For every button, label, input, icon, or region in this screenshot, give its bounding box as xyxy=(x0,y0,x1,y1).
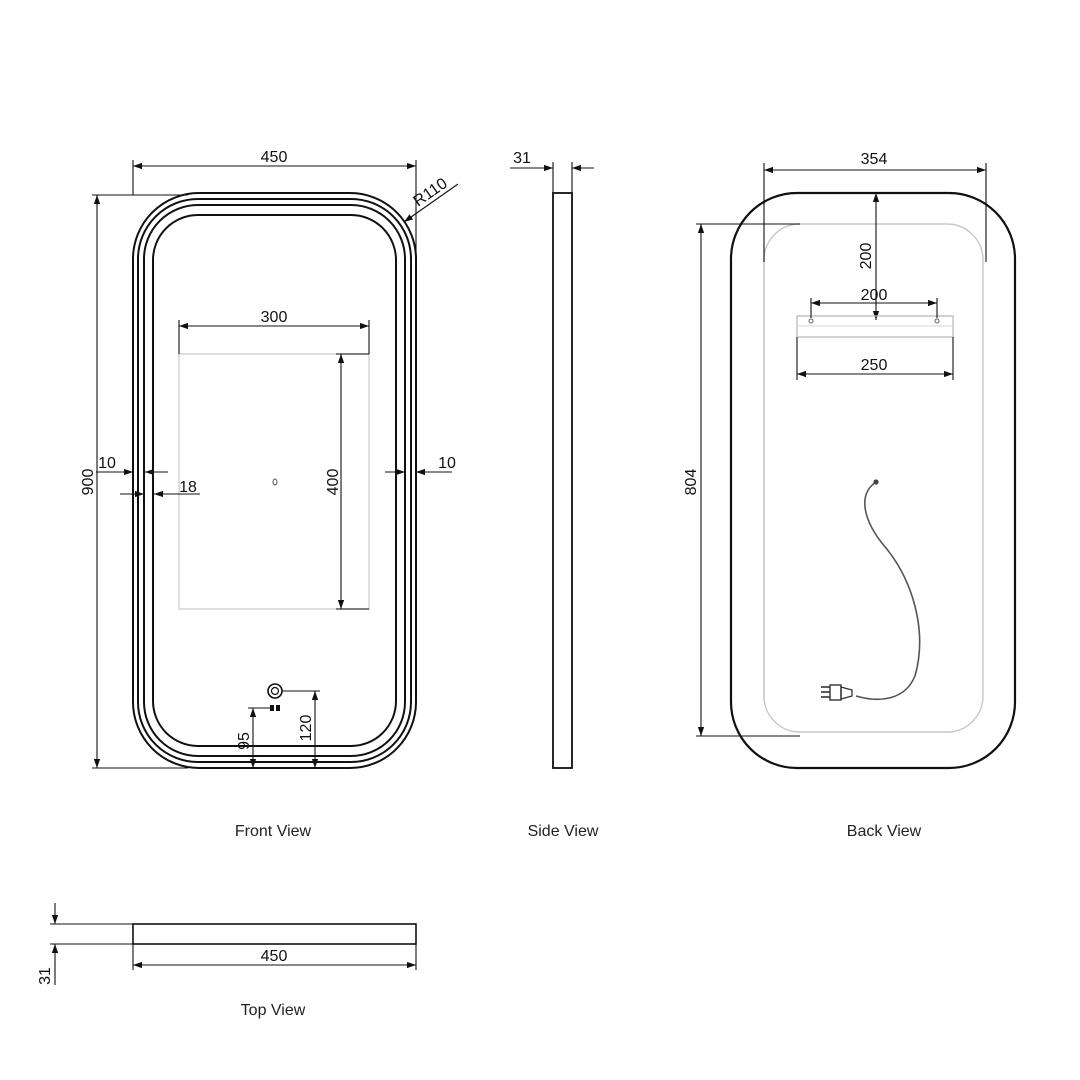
front-mirror-edge xyxy=(152,214,397,747)
front-frame-ring-3 xyxy=(143,204,406,757)
front-sensor-dot xyxy=(272,478,278,486)
side-view-caption: Side View xyxy=(528,823,599,840)
touch-switch-icon xyxy=(267,683,283,699)
front-screen xyxy=(178,353,370,610)
back-top-offset-label: 200 xyxy=(858,243,875,270)
top-depth-label: 31 xyxy=(37,967,54,985)
back-height-label: 804 xyxy=(683,469,700,496)
front-outer-frame xyxy=(132,192,417,769)
back-outer-frame xyxy=(729,191,1017,770)
front-view: 450 R110 900 300 400 10 10 18 xyxy=(80,149,459,840)
hanging-bracket xyxy=(796,315,954,338)
front-radius-label: R110 xyxy=(411,175,451,210)
side-view: 31 Side View xyxy=(510,150,599,840)
top-width-label: 450 xyxy=(261,948,288,965)
top-view-caption: Top View xyxy=(241,1002,306,1019)
front-inset-label: 18 xyxy=(179,479,197,496)
front-switch-95-label: 95 xyxy=(236,732,253,750)
front-left-gap-label: 10 xyxy=(98,455,116,472)
cable-entry-point xyxy=(873,479,879,485)
front-switch-120-label: 120 xyxy=(298,715,315,742)
bracket-hole-left xyxy=(808,318,814,324)
back-view-caption: Back View xyxy=(847,823,922,840)
back-width-label: 354 xyxy=(861,151,888,168)
side-depth-label: 31 xyxy=(513,150,531,167)
front-view-caption: Front View xyxy=(235,823,312,840)
front-radius-leader xyxy=(403,183,459,223)
power-cable xyxy=(855,481,921,701)
front-screen-height-label: 400 xyxy=(325,469,342,496)
back-view: 354 804 200 200 250 xyxy=(683,151,1017,840)
front-frame-ring-2 xyxy=(137,198,412,763)
top-profile xyxy=(132,923,417,945)
back-bracket-holes-label: 200 xyxy=(861,287,888,304)
front-height-label: 900 xyxy=(80,469,97,496)
front-right-gap-label: 10 xyxy=(438,455,456,472)
front-width-label: 450 xyxy=(261,149,288,166)
switch-plug-icon xyxy=(270,705,280,711)
front-screen-width-label: 300 xyxy=(261,309,288,326)
power-plug-icon xyxy=(821,684,853,701)
top-view: 31 450 Top View xyxy=(37,903,417,1019)
back-bracket-width-label: 250 xyxy=(861,357,888,374)
side-profile xyxy=(552,192,573,769)
bracket-hole-right xyxy=(934,318,940,324)
